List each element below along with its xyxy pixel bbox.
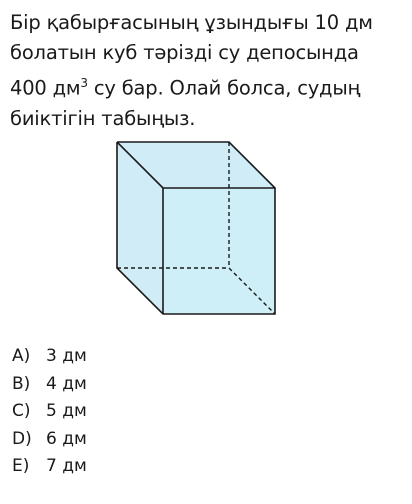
answer-letter: D) xyxy=(12,428,32,449)
cube-figure xyxy=(116,141,276,315)
question-line-1: Бір қабырғасының ұзындығы 10 дм xyxy=(10,11,373,34)
answer-letter: C) xyxy=(12,401,31,421)
front-top-edge xyxy=(116,141,164,189)
answer-value: 7 дм xyxy=(46,456,87,476)
question-text: Бір қабырғасының ұзындығы 10 дм болатын … xyxy=(10,8,405,134)
answer-option-b[interactable]: B) 4 дм xyxy=(12,371,87,399)
answer-option-e[interactable]: E) 7 дм xyxy=(12,453,87,481)
answer-letter: E) xyxy=(12,456,30,476)
question-line-3-rest: су бар. Олай болса, судың xyxy=(93,76,361,100)
cube-top-face xyxy=(117,142,275,188)
answer-option-c[interactable]: C) 5 дм xyxy=(12,398,87,426)
question-line-3: 400 дм3 су бар. Олай болса, судың xyxy=(10,68,405,104)
answer-value: 3 дм xyxy=(46,346,87,366)
question-line-4: биіктігін табыңыз. xyxy=(10,106,196,130)
cube-left-face xyxy=(117,142,163,314)
answer-value: 6 дм xyxy=(46,428,87,449)
answer-letter: A) xyxy=(12,346,31,366)
cube-outline xyxy=(116,141,276,315)
cube-superscript: 3 xyxy=(80,76,88,90)
volume-value: 400 дм xyxy=(10,76,81,100)
answer-value: 4 дм xyxy=(46,373,87,394)
answer-options: A) 3 дм B) 4 дм C) 5 дм D) 6 дм E) 7 дм xyxy=(12,343,87,481)
answer-value: 5 дм xyxy=(46,401,87,421)
answer-option-a[interactable]: A) 3 дм xyxy=(12,343,87,371)
answer-letter: B) xyxy=(12,373,31,394)
hidden-edge-depth xyxy=(228,267,276,315)
answer-option-d[interactable]: D) 6 дм xyxy=(12,426,87,454)
cube-front-face xyxy=(163,188,275,314)
question-line-2: болатын куб тәрізді су депосында xyxy=(10,41,359,64)
